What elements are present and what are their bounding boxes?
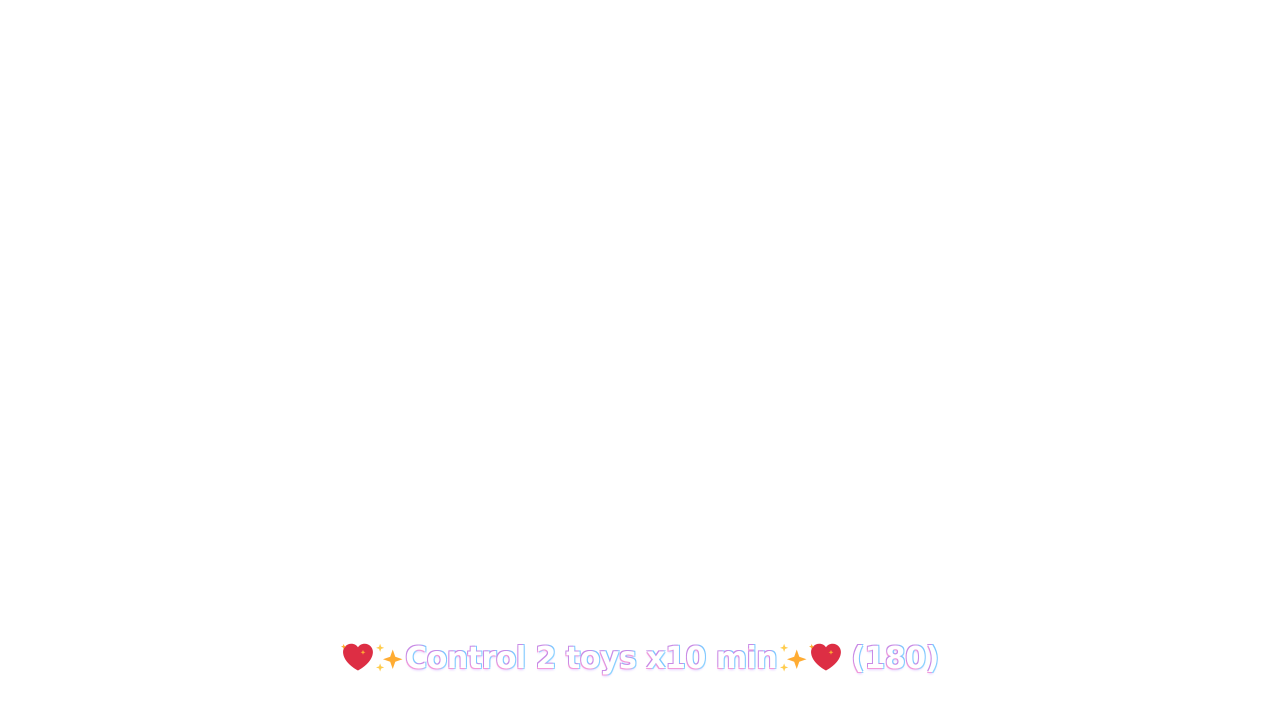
goal-count: (180) (851, 640, 939, 676)
sparkles-icon (780, 643, 807, 672)
goal-caption: Control 2 toys x10 min (180) (0, 636, 1280, 680)
sparkling-heart-icon (341, 643, 374, 671)
sparkling-heart-icon (809, 643, 842, 671)
goal-title: Control 2 toys x10 min (405, 640, 778, 676)
sparkles-icon (376, 643, 403, 672)
